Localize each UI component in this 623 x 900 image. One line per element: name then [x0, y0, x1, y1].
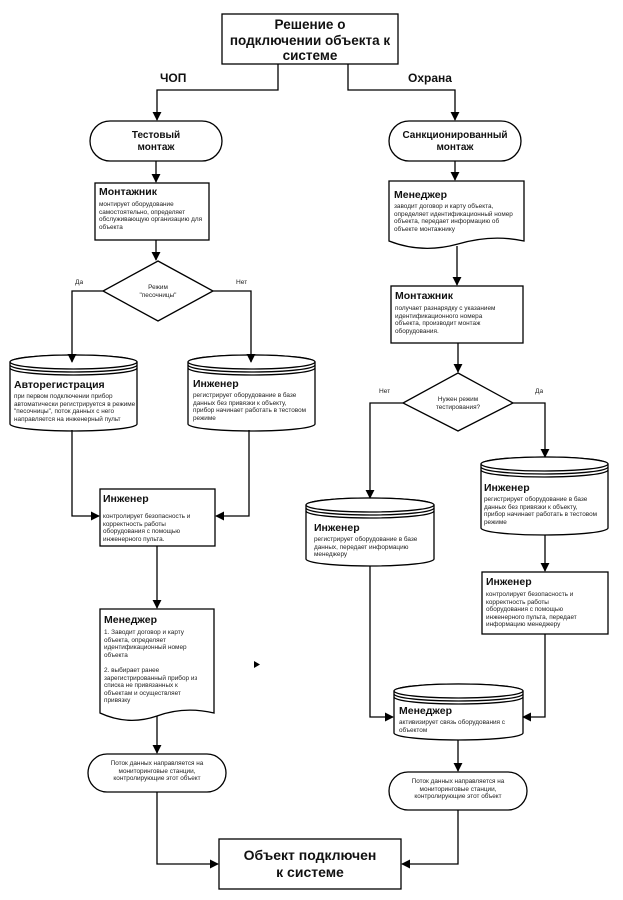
left-manager-doc-shape — [99, 608, 215, 721]
node-body: при первом подключении прибор автоматиче… — [14, 393, 136, 423]
right-decision-shape — [401, 372, 515, 432]
right-manager-db-cylinder-shape-ring — [393, 696, 524, 705]
right-engineer-yes-cylinder-shape-ring — [480, 466, 609, 475]
right-manager-db-cylinder-shape-top — [393, 683, 524, 699]
right-engineer-no-cylinder-shape-ring — [305, 507, 435, 516]
left-decision-text: Режим "песочницы" — [139, 284, 177, 299]
node-body: получает разнарядку с указанием идентифи… — [395, 305, 496, 335]
right-engineer-yes-cylinder: Инженер регистрирует оборудование в базе… — [484, 482, 608, 526]
end-node-shape — [218, 838, 402, 890]
arrow-left-flow-to-end — [156, 792, 219, 869]
left-engineer-cylinder: Инженер регистрирует оборудование в базе… — [193, 378, 315, 422]
left-engineer-cylinder-shape-ring — [187, 364, 316, 373]
test-mount-pill: Тестовый монтаж — [131, 130, 181, 153]
node-title: Инженер — [103, 493, 149, 505]
arrow-autoreg-to-check — [71, 430, 100, 521]
right-branch-label: Охрана — [408, 71, 452, 85]
start-node: Решение о подключении объекта к системе — [229, 17, 391, 63]
autoreg-cylinder-shape-ring — [9, 367, 138, 376]
right-flow-pill: Поток данных направляется на мониторинго… — [411, 778, 505, 801]
right-no-label: Нет — [379, 388, 391, 395]
node-title: Монтажник — [99, 186, 157, 198]
left-yes-label: Да — [75, 279, 84, 286]
right-manager-db-cylinder-shape-ring — [393, 693, 524, 702]
node-title: Менеджер — [394, 189, 447, 201]
node-body: регистрирует оборудование в базе данных … — [484, 496, 598, 526]
node-body: контролирует безопасность и корректность… — [103, 513, 191, 543]
node-title: Монтажник — [395, 290, 453, 302]
left-engineer-cylinder-shape-ring — [187, 367, 316, 376]
node-body: регистрирует оборудование в базе данных … — [193, 392, 307, 422]
right-engineer-check-shape — [481, 571, 609, 635]
left-engineer-check-box: Инженер контролирует безопасность и корр… — [103, 493, 213, 543]
arrow-engineer-no-to-db — [369, 566, 394, 722]
left-flow-pill: Поток данных направляется на мониторинго… — [110, 760, 204, 783]
arrow-start-to-right — [347, 64, 460, 121]
left-montazhnik-box: Монтажник монтирует оборудование самосто… — [99, 186, 207, 231]
arrow-check-to-db — [522, 634, 546, 722]
arrow-start-to-left — [152, 64, 279, 121]
node-body: монтирует оборудование самостоятельно, о… — [99, 201, 203, 231]
node-body: контролирует безопасность и корректность… — [486, 591, 577, 629]
right-manager-db-cylinder: Менеджер активизирует связь оборудования… — [399, 705, 521, 734]
arrow-decision-no — [213, 290, 256, 363]
node-title: Инженер — [193, 378, 239, 390]
arrow-r-decision-no — [365, 402, 403, 499]
node-title: Авторегистрация — [14, 379, 105, 391]
node-body: активизирует связь оборудования с объект… — [399, 719, 505, 734]
right-manager-doc-shape — [388, 180, 525, 249]
sanctioned-pill: Санкционированный монтаж — [402, 130, 508, 153]
right-engineer-no-cylinder: Инженер регистрирует оборудование в базе… — [314, 522, 434, 559]
autoreg-cylinder-shape-top — [9, 354, 138, 370]
node-body: регистрирует оборудование в базе данных,… — [314, 536, 418, 559]
right-montazhnik-box: Монтажник получает разнарядку с указание… — [395, 290, 521, 335]
node-title: Менеджер — [399, 705, 452, 717]
left-decision-shape — [101, 260, 215, 322]
right-engineer-yes-cylinder-shape-ring — [480, 469, 609, 478]
right-yes-label: Да — [535, 388, 544, 395]
end-node: Объект подключен к системе — [243, 847, 377, 880]
left-no-label: Нет — [236, 279, 248, 286]
node-title: Инженер — [486, 576, 532, 588]
node-title: Менеджер — [104, 614, 157, 626]
start-node-shape — [221, 13, 399, 65]
node-body: заводит договор и карту объекта, определ… — [394, 203, 513, 233]
node-body: 1. Заводит договор и карту объекта, опре… — [104, 629, 198, 705]
left-manager-doc: Менеджер 1. Заводит договор и карту объе… — [104, 614, 212, 705]
left-branch-label: ЧОП — [160, 71, 187, 85]
autoreg-cylinder-shape-ring — [9, 364, 138, 373]
right-manager-doc: Менеджер заводит договор и карту объекта… — [394, 189, 522, 233]
node-title: Инженер — [484, 482, 530, 494]
right-engineer-yes-cylinder-shape-top — [480, 456, 609, 472]
right-montazhnik-shape — [390, 285, 524, 344]
arrow-decision-yes — [67, 290, 103, 363]
node-title: Инженер — [314, 522, 360, 534]
left-engineer-check-shape — [99, 488, 216, 547]
pointer-triangle-icon — [254, 661, 260, 668]
arrow-right-flow-to-end — [401, 810, 459, 869]
arrow-engineer-to-check — [215, 430, 250, 521]
right-engineer-no-cylinder-shape-ring — [305, 510, 435, 519]
left-montazhnik-shape — [94, 182, 210, 241]
right-engineer-check-box: Инженер контролирует безопасность и корр… — [486, 576, 606, 629]
autoreg-cylinder: Авторегистрация при первом подключении п… — [14, 379, 136, 423]
right-decision-text: Нужен режим тестирования? — [435, 396, 481, 411]
arrow-r-decision-yes — [513, 402, 550, 458]
right-engineer-no-cylinder-shape-top — [305, 497, 435, 513]
